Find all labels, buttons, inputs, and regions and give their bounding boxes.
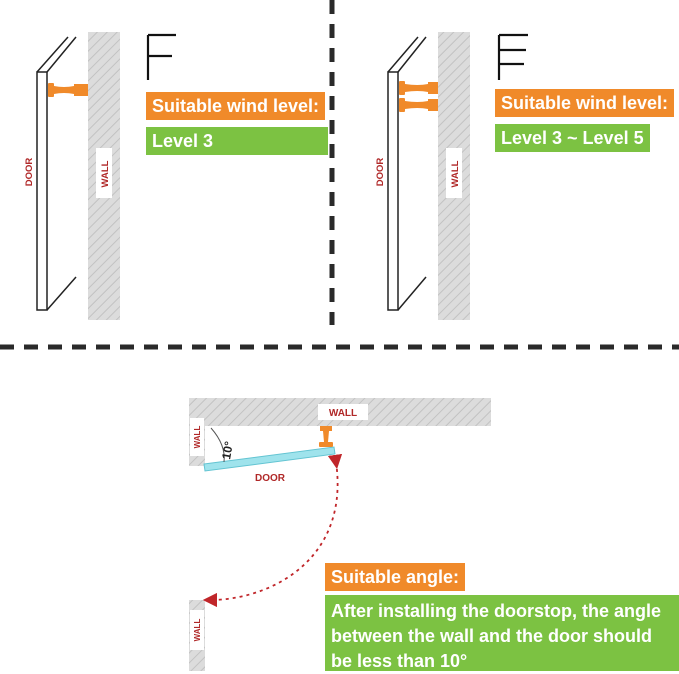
angle-description: After installing the doorstop, the angle… [325, 595, 679, 671]
doorstop-icon [319, 426, 333, 447]
left-wind-value: Level 3 [146, 127, 328, 155]
bottom-wall-segment-label: WALL [193, 619, 202, 642]
bottom-diagram: WALL WALL WALL DOOR 10° [189, 398, 491, 671]
angle-label: 10° [219, 440, 236, 460]
right-door-label: DOOR [375, 158, 386, 187]
right-panel: WALL DOOR [375, 32, 528, 320]
right-wind-title: Suitable wind level: [495, 89, 675, 117]
left-door-label: DOOR [24, 158, 35, 187]
angle-title: Suitable angle: [325, 563, 466, 591]
doorstop-icon [48, 83, 88, 97]
right-wind-value: Level 3 ~ Level 5 [495, 124, 650, 152]
doorstop-icon [399, 98, 438, 112]
doorstop-icon [399, 81, 438, 95]
left-wall-label: WALL [100, 160, 111, 187]
wind-level-icon [497, 33, 528, 80]
right-door [387, 71, 399, 311]
top-wall-label: WALL [329, 408, 357, 419]
door-label: DOOR [255, 473, 286, 484]
right-wall-label: WALL [450, 160, 461, 187]
swing-arrow [202, 453, 343, 608]
left-wind-title: Suitable wind level: [146, 92, 326, 120]
left-panel: WALL DOOR [24, 32, 176, 320]
left-door [36, 71, 48, 311]
left-wall-segment-label: WALL [193, 426, 202, 449]
wind-level-icon [146, 33, 176, 80]
